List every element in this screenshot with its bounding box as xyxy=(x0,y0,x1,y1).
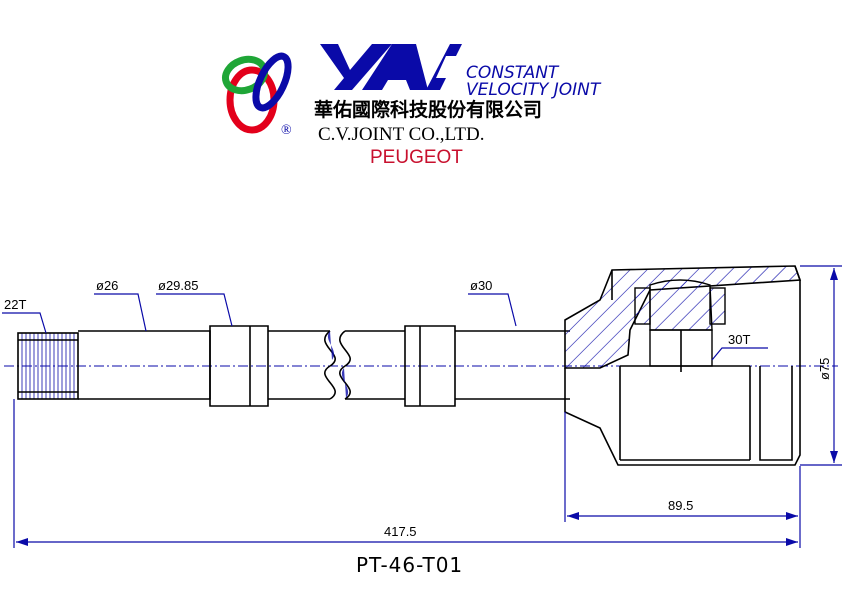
dim-22t: 22T xyxy=(2,297,47,334)
outer-spline xyxy=(17,332,79,400)
dim-d26: ø26 xyxy=(94,278,147,332)
dim-4175-label: 417.5 xyxy=(384,524,417,539)
dim-d30: ø30 xyxy=(468,278,517,327)
rings-emblem xyxy=(222,52,292,134)
dim-d75-label: ø75 xyxy=(817,358,832,380)
shaft-body xyxy=(78,325,570,407)
dim-d26-label: ø26 xyxy=(96,278,118,293)
dim-4175: 417.5 xyxy=(13,399,798,548)
part-number: PT-46-T01 xyxy=(356,553,463,577)
company-name-chinese: 華佑國際科技股份有限公司 xyxy=(314,98,542,121)
vehicle-brand: PEUGEOT xyxy=(370,147,463,168)
cv-housing xyxy=(564,265,802,466)
product-line-2: VELOCITY JOINT xyxy=(466,80,602,100)
product-line-1: CONSTANT xyxy=(466,63,560,83)
dim-d30-label: ø30 xyxy=(470,278,492,293)
dim-22t-label: 22T xyxy=(4,297,26,312)
dim-d2985-label: ø29.85 xyxy=(158,278,198,293)
registered-mark: ® xyxy=(281,123,292,138)
dim-30t: 30T xyxy=(711,332,768,361)
yac-letters xyxy=(320,44,462,90)
company-logo: ® xyxy=(222,44,462,138)
dim-30t-label: 30T xyxy=(728,332,750,347)
dim-895: 89.5 xyxy=(564,412,801,548)
dim-895-label: 89.5 xyxy=(668,498,693,513)
company-name-english: C.V.JOINT CO.,LTD. xyxy=(318,124,484,145)
dim-d2985: ø29.85 xyxy=(156,278,233,327)
dim-d75: ø75 xyxy=(800,265,842,466)
